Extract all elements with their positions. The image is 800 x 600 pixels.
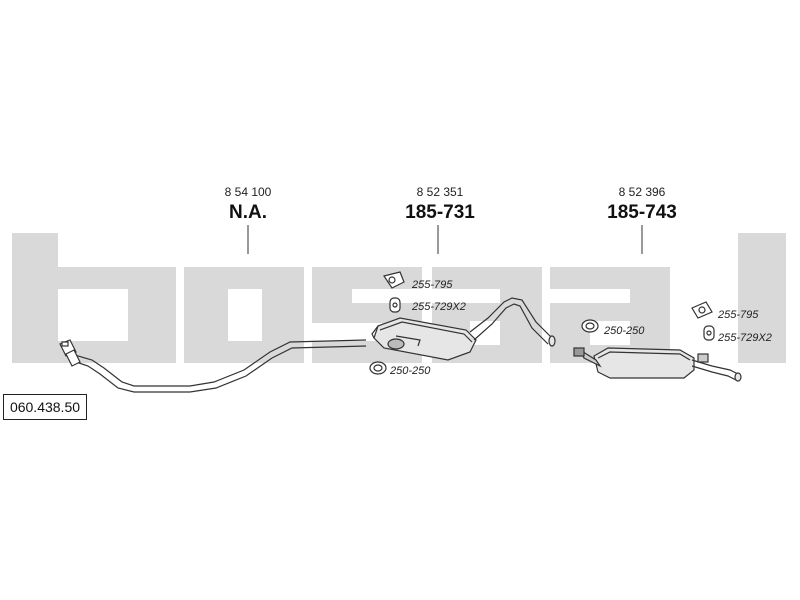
rubber-mount-icon-1 <box>389 297 401 313</box>
rear-silencer <box>573 347 742 382</box>
centre-outlet <box>548 335 556 347</box>
rubber-hanger-icon-1 <box>383 271 405 289</box>
fitting-label-250-250-b: 250-250 <box>603 325 645 337</box>
part-no-1: 8 54 100 <box>225 185 272 199</box>
section-code-2: 185-731 <box>405 202 475 223</box>
centre-silencer <box>371 317 477 361</box>
rubber-hanger-icon-2 <box>691 301 713 319</box>
part-no-3: 8 52 396 <box>619 185 666 199</box>
front-flange <box>59 339 81 367</box>
centre-tailpipe <box>469 297 553 345</box>
section-code-3: 185-743 <box>607 202 677 223</box>
watermark-cutouts <box>58 289 630 345</box>
front-pipe <box>69 339 367 393</box>
fitting-label-255-795-a: 255-795 <box>411 279 453 291</box>
section-code-1: N.A. <box>229 202 267 223</box>
rubber-mount-icon-2 <box>703 325 715 341</box>
fitting-label-250-250-a: 250-250 <box>389 365 431 377</box>
fitting-label-255-729x2-b: 255-729X2 <box>717 332 772 344</box>
fitting-label-255-795-b: 255-795 <box>717 309 759 321</box>
fitting-label-255-729x2-a: 255-729X2 <box>411 301 466 313</box>
part-no-2: 8 52 351 <box>417 185 464 199</box>
reference-number: 060.438.50 <box>9 399 81 415</box>
reference-number-box: 060.438.50 <box>3 394 87 420</box>
clamp-icon-1 <box>369 361 387 375</box>
clamp-icon-2 <box>581 319 599 333</box>
